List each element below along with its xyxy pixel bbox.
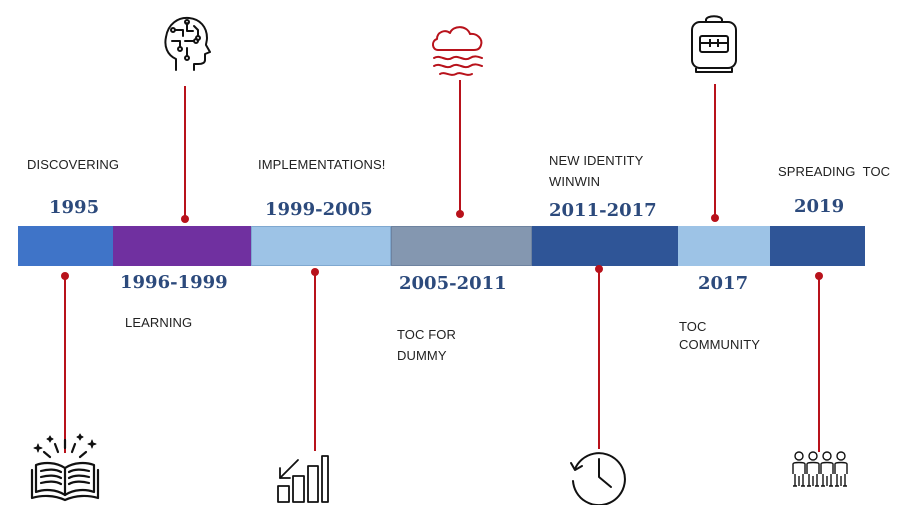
dot-1999-2005 [311,268,319,276]
segment-2019 [770,226,865,266]
dot-1995 [61,272,69,280]
year-1999-2005: 1999-2005 [265,199,373,220]
stem-2017 [714,84,716,218]
stem-2019 [818,276,820,452]
people-group-icon [790,450,850,492]
label-new-identity: NEW IDENTITY [549,153,644,168]
label-spreading-toc: SPREADING TOC [778,164,891,179]
dot-2011-2017 [595,265,603,273]
year-2019: 2019 [794,196,845,217]
dot-2005-2011 [456,210,464,218]
stem-1995 [64,275,66,453]
year-1995: 1995 [49,197,100,218]
segment-2017 [678,226,770,266]
bar-chart-icon [276,452,330,504]
segment-2011-2017 [532,226,678,266]
label-community: COMMUNITY [679,337,761,352]
dot-2017 [711,214,719,222]
clock-icon [567,447,629,505]
year-2017: 2017 [698,273,749,294]
ai-head-icon [161,14,211,74]
open-book-icon [30,432,100,502]
label-toc: TOC [679,319,707,334]
stem-1996-1999 [184,86,186,220]
segment-1996-1999 [113,226,251,266]
label-implementations: IMPLEMENTATIONS! [258,157,386,172]
segment-1995 [18,226,113,266]
year-2005-2011: 2005-2011 [399,273,507,294]
segment-2005-2011 [391,226,532,266]
year-2011-2017: 2011-2017 [549,200,657,221]
cloud-wind-icon [428,22,488,82]
dot-1996-1999 [181,215,189,223]
label-learning: LEARNING [125,315,193,330]
segment-1999-2005 [251,226,391,266]
label-winwin: WINWIN [549,174,601,189]
year-1996-1999: 1996-1999 [120,272,228,293]
dot-2019 [815,272,823,280]
label-dummy: DUMMY [397,348,447,363]
stem-2011-2017 [598,269,600,449]
stem-1999-2005 [314,271,316,451]
label-toc-for: TOC FOR [397,327,456,342]
stem-2005-2011 [459,80,461,214]
label-discovering: DISCOVERING [27,157,120,172]
backpack-icon [686,12,742,74]
